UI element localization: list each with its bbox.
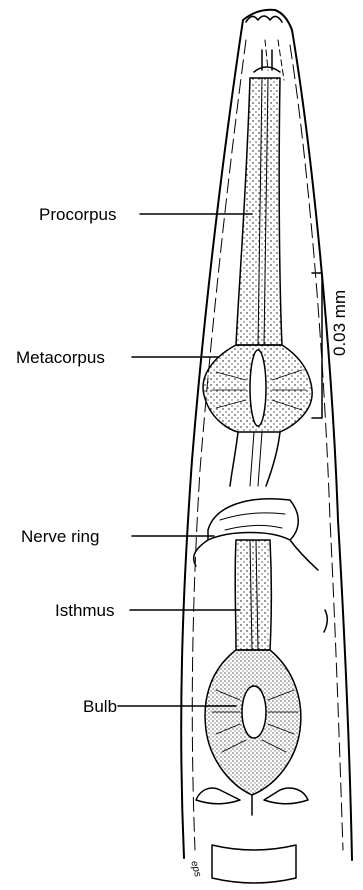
nerve-ring-label: Nerve ring (21, 528, 99, 545)
isthmus-label: Isthmus (55, 602, 115, 619)
intestine-start (212, 845, 296, 883)
bulb-label: Bulb (83, 698, 117, 715)
metacorpus-label: Metacorpus (16, 349, 105, 366)
procorpus-label: Procorpus (39, 206, 116, 223)
head-lips (246, 16, 282, 22)
scale-bar-label: 0.03 mm (331, 290, 348, 356)
isthmus-shape (235, 540, 271, 650)
